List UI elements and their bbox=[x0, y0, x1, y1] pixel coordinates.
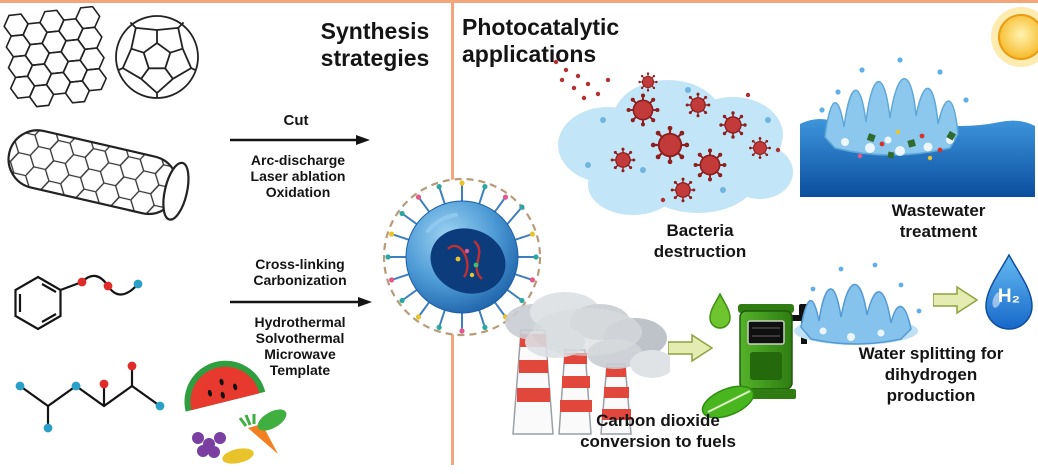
green-fuel-pump-icon bbox=[701, 292, 811, 419]
smokestacks-icon bbox=[505, 292, 670, 435]
splitting-arrow-icon bbox=[933, 285, 979, 315]
co2-conversion-label: Carbon dioxide conversion to fuels bbox=[580, 411, 736, 451]
cut-arrow-icon bbox=[230, 135, 370, 145]
graphene-sheet-icon bbox=[2, 6, 109, 109]
carbonization-methods-list: Hydrothermal Solvothermal Microwave Temp… bbox=[222, 314, 378, 378]
h2-label: H₂ bbox=[997, 286, 1021, 307]
water-splitting-label: Water splitting for dihydrogen productio… bbox=[858, 344, 1004, 405]
carbon-dot-nanoparticle-icon bbox=[382, 177, 542, 337]
label-carbonization: Carbonization bbox=[253, 272, 347, 288]
conversion-arrow-icon bbox=[668, 333, 714, 363]
method-microwave: Microwave bbox=[264, 346, 336, 362]
method-template: Template bbox=[269, 362, 331, 378]
fullerene-icon bbox=[115, 15, 199, 99]
carbonization-arrow-icon bbox=[230, 297, 372, 307]
hydrogen-droplet-icon bbox=[985, 253, 1033, 330]
label-cross-linking: Cross-linking bbox=[255, 256, 345, 272]
precursor-molecule-icon bbox=[14, 274, 165, 433]
method-solvothermal: Solvothermal bbox=[255, 330, 345, 346]
method-oxidation: Oxidation bbox=[265, 184, 331, 200]
bottom-border-line bbox=[0, 0, 1038, 3]
bacteria-destruction-label: Bacteria destruction bbox=[653, 221, 747, 261]
photocatalytic-applications-heading: Photocatalytic applications bbox=[462, 14, 620, 67]
sun-icon bbox=[991, 7, 1038, 67]
carbon-nanotube-icon bbox=[7, 129, 190, 221]
crosslink-labels: Cross-linking Carbonization bbox=[222, 256, 378, 288]
synthesis-strategies-heading: Synthesis strategies bbox=[320, 18, 430, 71]
splitting-splash-icon bbox=[794, 262, 922, 345]
method-hydrothermal: Hydrothermal bbox=[254, 314, 346, 330]
wastewater-treatment-label: Wastewater treatment bbox=[891, 201, 986, 241]
fruits-vegetables-icon bbox=[184, 360, 287, 464]
bacteria-virus-cloud-icon bbox=[553, 59, 793, 215]
cut-label: Cut bbox=[283, 112, 309, 129]
cut-methods-list: Arc-discharge Laser ablation Oxidation bbox=[222, 152, 374, 200]
method-laser-ablation: Laser ablation bbox=[250, 168, 346, 184]
water-splash-icon bbox=[800, 57, 1035, 197]
method-arc-discharge: Arc-discharge bbox=[250, 152, 346, 168]
